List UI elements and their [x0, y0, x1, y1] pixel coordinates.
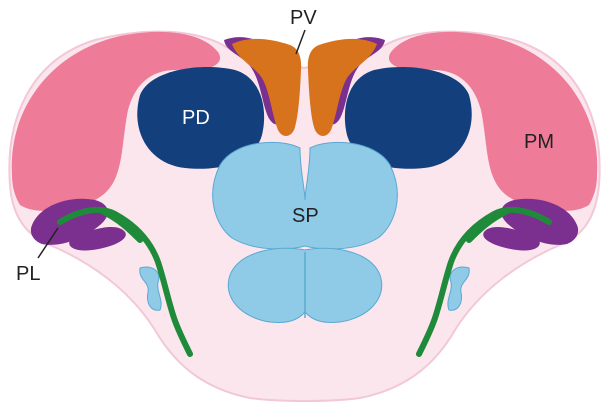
label-pd: PD	[182, 107, 210, 129]
label-sp: SP	[292, 205, 319, 227]
pv-leader-line	[296, 30, 305, 54]
label-pv: PV	[290, 7, 317, 29]
label-pl: PL	[16, 263, 40, 285]
label-pm: PM	[524, 131, 554, 153]
